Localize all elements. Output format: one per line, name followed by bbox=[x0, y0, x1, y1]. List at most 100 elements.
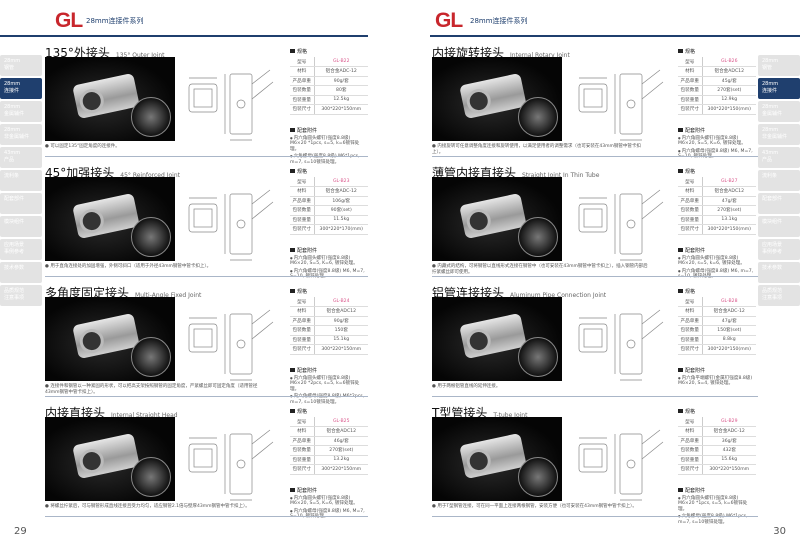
title-zh: 多角度固定接头 bbox=[45, 286, 130, 300]
accessory-item: 内六角螺母(强度8.8级) M6, M=7, S=10, 镀锌处理。 bbox=[290, 509, 368, 520]
spec-row: 材料铝合金ADC-12 bbox=[678, 306, 756, 317]
spec-value: GL-B26 bbox=[702, 57, 756, 67]
drawing-svg bbox=[578, 189, 664, 261]
spec-heading: 规格 bbox=[290, 168, 368, 175]
section-caption: ● 内藏式的结构，可将钢管以直线形式连接在钢管中（也可安装在43mm钢管中管卡扣… bbox=[432, 264, 648, 275]
section-divider bbox=[45, 156, 368, 157]
spec-value: 300*220*150mm bbox=[314, 344, 368, 355]
product-photo bbox=[45, 297, 175, 381]
spec-value: GL-B23 bbox=[314, 177, 368, 187]
technical-drawing bbox=[185, 184, 280, 268]
detail-inset bbox=[131, 337, 171, 377]
title-zh: 内接直接头 bbox=[45, 406, 106, 420]
drawing-svg bbox=[188, 69, 274, 141]
spec-heading: 规格 bbox=[678, 168, 756, 175]
spec-value: 15.6kg bbox=[702, 455, 756, 465]
spec-value: 90套(set) bbox=[314, 205, 368, 216]
section-caption: ● 内接旋转可任意调整角度连接和旋转使用，以满足使用者的调整需求（也可安装在43… bbox=[432, 144, 641, 155]
joint-image bbox=[72, 312, 140, 360]
side-tab-line1: 配套部件 bbox=[762, 196, 783, 202]
side-tab[interactable]: 技术参数 bbox=[0, 262, 42, 283]
accessory-item: 内六角螺母(强度8.8级) M6, m=7, s=10, 镀锌处理。 bbox=[678, 269, 756, 280]
spec-label: 型号 bbox=[290, 417, 315, 427]
spec-value: GL-B22 bbox=[314, 57, 368, 67]
spec-value: 46g/套 bbox=[314, 436, 368, 446]
spec-value: 106g/套 bbox=[314, 196, 368, 206]
side-tab[interactable]: 应用场景事例参考 bbox=[0, 239, 42, 260]
spec-value: 270套(set) bbox=[314, 445, 368, 456]
detail-inset bbox=[518, 457, 558, 497]
side-tab[interactable]: 应用场景事例参考 bbox=[758, 239, 800, 260]
spec-row: 材料铝合金ADC-12 bbox=[290, 186, 368, 197]
side-tab[interactable]: 模块组件 bbox=[0, 216, 42, 237]
title-en: Aluminum Pipe Connection Joint bbox=[510, 292, 607, 299]
spec-value: GL-B24 bbox=[314, 297, 368, 307]
spec-heading: 规格 bbox=[678, 288, 756, 295]
side-tab-line1: 模块组件 bbox=[4, 219, 25, 225]
side-tab-line1: 28mm bbox=[4, 127, 21, 133]
spec-value: 300*220*150(mm) bbox=[702, 344, 756, 355]
title-en: Straight Joint In Thin Tube bbox=[522, 172, 600, 179]
accessories-heading: 配套附件 bbox=[290, 487, 368, 494]
spec-value: 铝合金ADC-12 bbox=[314, 186, 368, 197]
side-tab[interactable]: 品质规范注意事项 bbox=[758, 285, 800, 306]
side-tab-line2: 连接件 bbox=[4, 88, 20, 94]
spec-value: 47g/套 bbox=[702, 316, 756, 326]
side-tab[interactable]: 流利条 bbox=[0, 170, 42, 191]
accessories-heading: 配套附件 bbox=[678, 127, 756, 134]
detail-inset bbox=[518, 97, 558, 137]
accessories: 配套附件内六角圆头螺钉(强度8.8级) M6×20 *2pcs, s=5, k=… bbox=[290, 367, 368, 406]
spec-value: 80套 bbox=[314, 85, 368, 96]
side-tab[interactable]: 配套部件 bbox=[758, 193, 800, 214]
joint-image bbox=[459, 312, 527, 360]
title-zh: 铝管连接接头 bbox=[432, 286, 505, 300]
technical-drawing bbox=[575, 424, 670, 508]
side-tab[interactable]: 模块组件 bbox=[758, 216, 800, 237]
side-tab[interactable]: 品质规范注意事项 bbox=[0, 285, 42, 306]
accessory-item: 内六角圆头螺钉(强度8.8级) M6×20 *2pcs, s=5, k=6镀锌处… bbox=[290, 376, 368, 393]
spec-label: 包装数量 bbox=[290, 205, 315, 216]
spec-value: GL-B28 bbox=[702, 297, 756, 307]
spec-label: 包装重量 bbox=[678, 455, 703, 465]
side-tab[interactable]: 配套部件 bbox=[0, 193, 42, 214]
spec-label: 包装数量 bbox=[678, 85, 703, 96]
spec-label: 型号 bbox=[678, 177, 703, 187]
accessories-heading: 配套附件 bbox=[678, 247, 756, 254]
spec-value: GL-B29 bbox=[702, 417, 756, 427]
section-caption: ● 将螺丝拧紧后，可与钢管形成直线连接且受力均匀，适应钢管2.1倍与壁厚43mm… bbox=[45, 504, 250, 509]
accessories: 配套附件内六角圆头螺钉(强度8.8级) M6×20, S=5, K=6, 镀锌处… bbox=[290, 487, 368, 520]
spec-label: 包装尺寸 bbox=[290, 104, 315, 115]
detail-inset bbox=[131, 217, 171, 257]
spec-row: 材料铝合金ADC12 bbox=[678, 186, 756, 197]
side-tab-line2: 注意事项 bbox=[762, 295, 783, 301]
spec-label: 包装尺寸 bbox=[290, 464, 315, 475]
side-tab[interactable]: 流利条 bbox=[758, 170, 800, 191]
spec-value: 铝合金ADC12 bbox=[702, 66, 756, 77]
side-tab[interactable]: 技术参数 bbox=[758, 262, 800, 283]
spec-value: 12.9kg bbox=[702, 95, 756, 105]
side-tab-line2: 钢管 bbox=[4, 65, 15, 71]
spec-row: 材料铝合金ADC12 bbox=[290, 306, 368, 317]
section-divider bbox=[432, 276, 758, 277]
